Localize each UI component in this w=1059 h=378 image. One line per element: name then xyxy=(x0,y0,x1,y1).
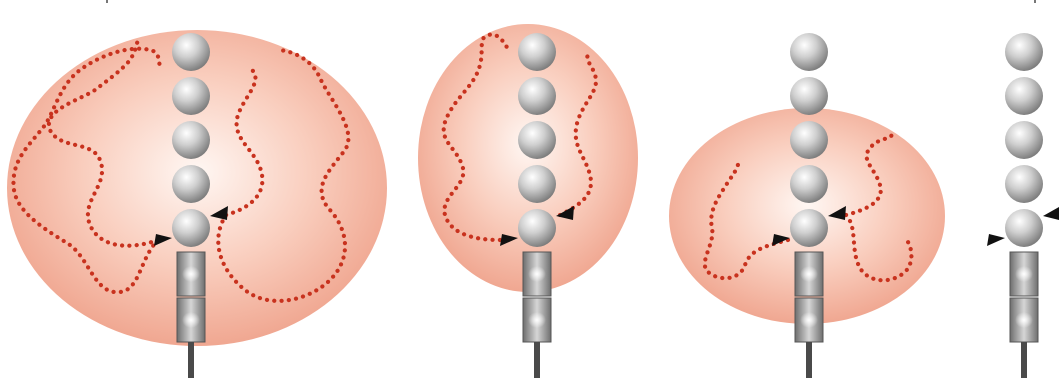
membrane-stem xyxy=(806,342,812,378)
panel-4 xyxy=(987,33,1059,378)
bead xyxy=(518,121,556,159)
bead xyxy=(518,165,556,203)
bead xyxy=(1005,33,1043,71)
segment-highlight xyxy=(182,266,200,282)
bead xyxy=(172,77,210,115)
segment-highlight xyxy=(182,312,200,328)
segment-highlight xyxy=(800,266,818,282)
arrowhead-marker xyxy=(987,234,1005,246)
bead xyxy=(1005,209,1043,247)
edge-mark xyxy=(106,0,108,3)
bead-stack xyxy=(1005,33,1043,378)
bead xyxy=(790,209,828,247)
panel-2 xyxy=(418,24,638,378)
arrowhead-marker xyxy=(1043,207,1059,220)
bead xyxy=(790,33,828,71)
bead xyxy=(518,209,556,247)
membrane-stem xyxy=(188,342,194,378)
bead xyxy=(518,77,556,115)
panel-3 xyxy=(669,33,945,378)
bead xyxy=(790,77,828,115)
bead xyxy=(1005,77,1043,115)
bead xyxy=(790,121,828,159)
bead xyxy=(172,209,210,247)
segment-highlight xyxy=(528,266,546,282)
bead xyxy=(518,33,556,71)
membrane-stem xyxy=(534,342,540,378)
bead xyxy=(172,165,210,203)
bead xyxy=(172,121,210,159)
bead xyxy=(790,165,828,203)
segment-highlight xyxy=(800,312,818,328)
membrane-stem xyxy=(1021,342,1027,378)
segment-highlight xyxy=(528,312,546,328)
bead xyxy=(172,33,210,71)
edge-mark xyxy=(1034,0,1036,3)
bead xyxy=(1005,121,1043,159)
segment-highlight xyxy=(1015,266,1033,282)
segment-highlight xyxy=(1015,312,1033,328)
panel-1 xyxy=(7,30,387,378)
bead xyxy=(1005,165,1043,203)
